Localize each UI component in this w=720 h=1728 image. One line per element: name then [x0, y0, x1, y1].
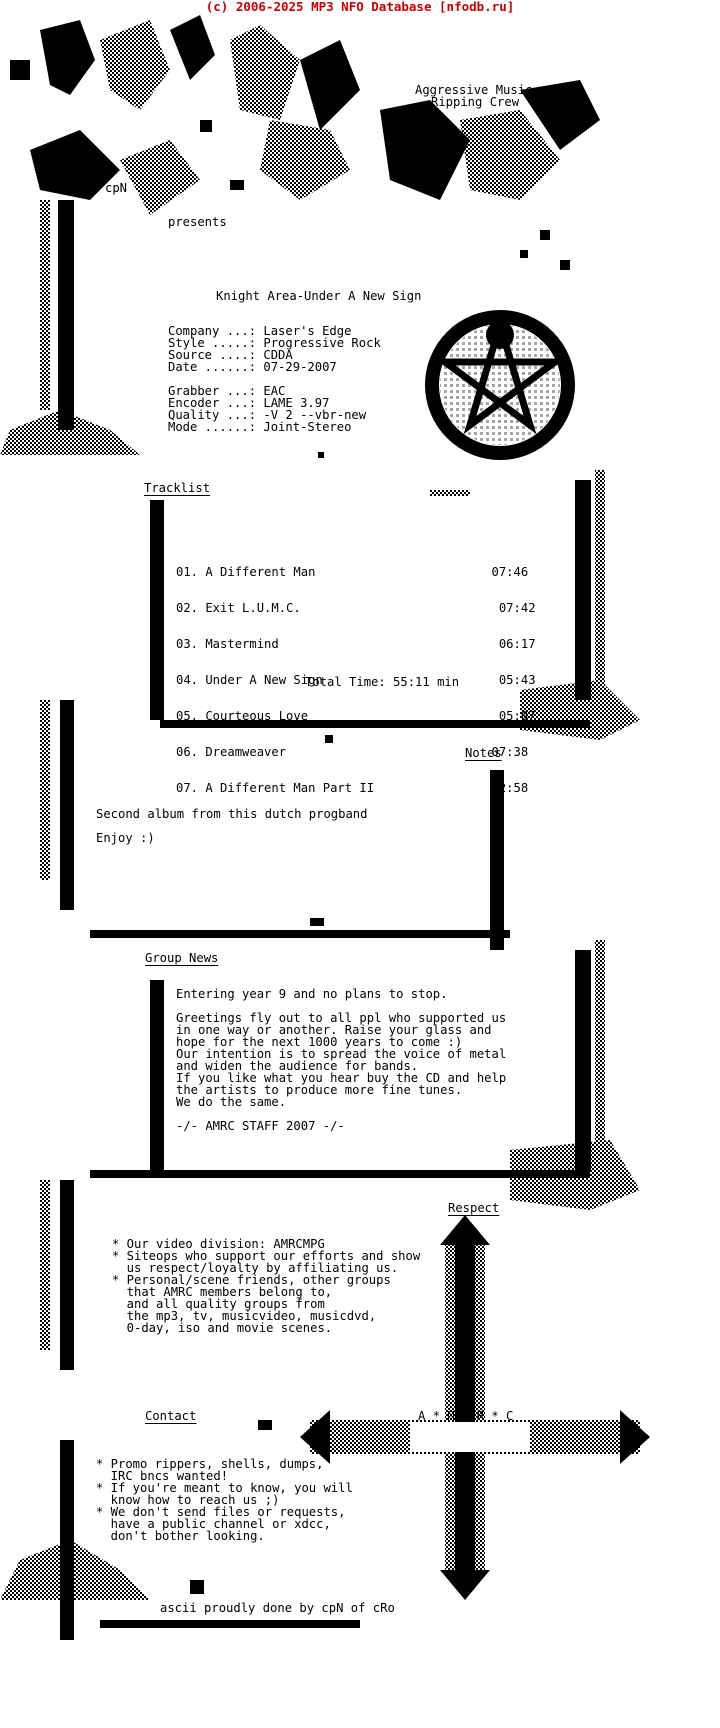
crew-name-line2: Ripping Crew [431, 95, 520, 109]
tracklist-heading: Tracklist [144, 481, 211, 495]
group-news-heading: Group News [145, 951, 219, 965]
left-frame [0, 200, 590, 1640]
site-banner: (c) 2006-2025 MP3 NFO Database [nfodb.ru… [205, 0, 515, 14]
total-time: Total Time: 55:11 min [305, 675, 460, 689]
release-info: Company ...: Laser's Edge Style .....: P… [168, 324, 381, 434]
track-row: 07. A Different Man Part II 12:58 [176, 781, 529, 795]
group-news-body: Entering year 9 and no plans to stop. Gr… [176, 987, 507, 1133]
cross-label: A * M * R * C [418, 1409, 514, 1423]
track-row: 01. A Different Man 07:46 [176, 565, 529, 579]
tracklist: 01. A Different Man 07:46 02. Exit L.U.M… [176, 542, 536, 806]
respect-body: * Our video division: AMRCMPG * Siteops … [112, 1237, 421, 1335]
respect-heading: Respect [448, 1201, 500, 1215]
tree-art [10, 15, 600, 270]
ascii-credit: ascii proudly done by cpN of cRo [160, 1601, 395, 1615]
track-row: 04. Under A New Sign 05:43 [176, 673, 536, 687]
track-row: 05. Courteous Love 05:07 [176, 709, 536, 723]
contact-body: * Promo rippers, shells, dumps, IRC bncs… [96, 1457, 353, 1543]
contact-heading: Contact [145, 1409, 197, 1423]
track-row: 06. Dreamweaver 07:38 [176, 745, 529, 759]
track-row: 02. Exit L.U.M.C. 07:42 [176, 601, 536, 615]
track-row: 03. Mastermind 06:17 [176, 637, 536, 651]
pentagram-emblem [425, 310, 575, 460]
notes-heading: Notes [465, 746, 502, 760]
release-title: Knight Area-Under A New Sign [216, 289, 422, 303]
right-frame [90, 470, 640, 1210]
notes-body: Second album from this dutch progband En… [96, 807, 368, 845]
artist-tag: cpN [105, 181, 128, 195]
cross-emblem [300, 1215, 650, 1600]
ornaments [190, 452, 470, 1594]
presents-label: presents [168, 215, 227, 229]
crew-name-line1: Aggressive Music [415, 83, 533, 97]
